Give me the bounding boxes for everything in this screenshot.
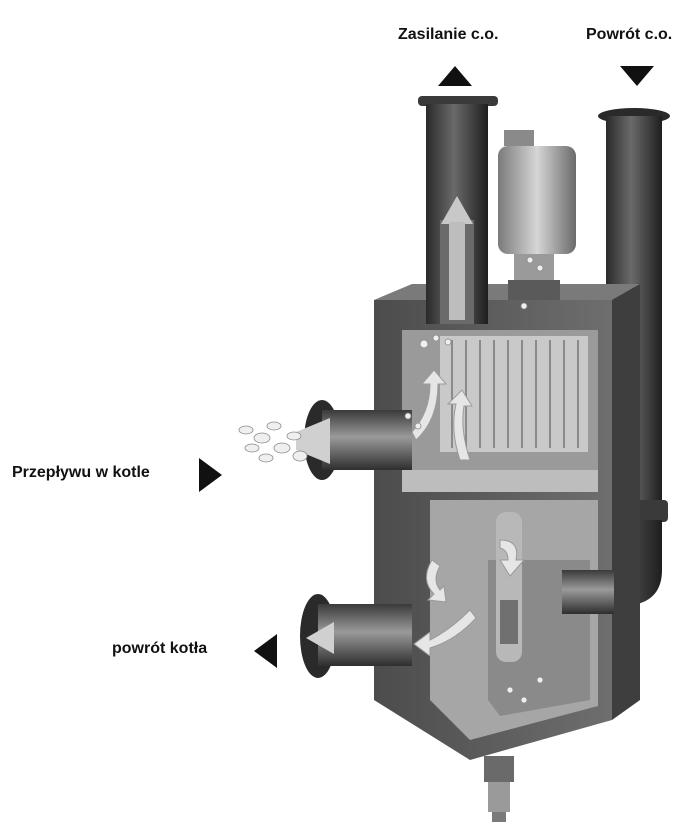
boiler-return-arrow-left-icon [254, 634, 277, 668]
internal-flow-arrows [411, 369, 526, 657]
air-bubbles [238, 256, 544, 704]
supply-label: Zasilanie c.o. [398, 26, 499, 43]
drain-valve [484, 756, 514, 822]
side-port [562, 570, 614, 614]
boiler-return-label: powrót kotła [112, 640, 208, 657]
return-label: Powrót c.o. [586, 26, 673, 43]
air-vent-valve [498, 130, 576, 300]
boiler-flow-arrow-right-icon [199, 458, 222, 492]
boiler-flow-label: Przepływu w kotle [12, 464, 150, 481]
boiler-flow-inlet [296, 400, 412, 480]
boiler-return-outlet [300, 594, 412, 678]
return-arrow-down-icon [620, 66, 654, 86]
supply-pipe [418, 96, 498, 324]
supply-arrow-up-icon [438, 66, 472, 86]
